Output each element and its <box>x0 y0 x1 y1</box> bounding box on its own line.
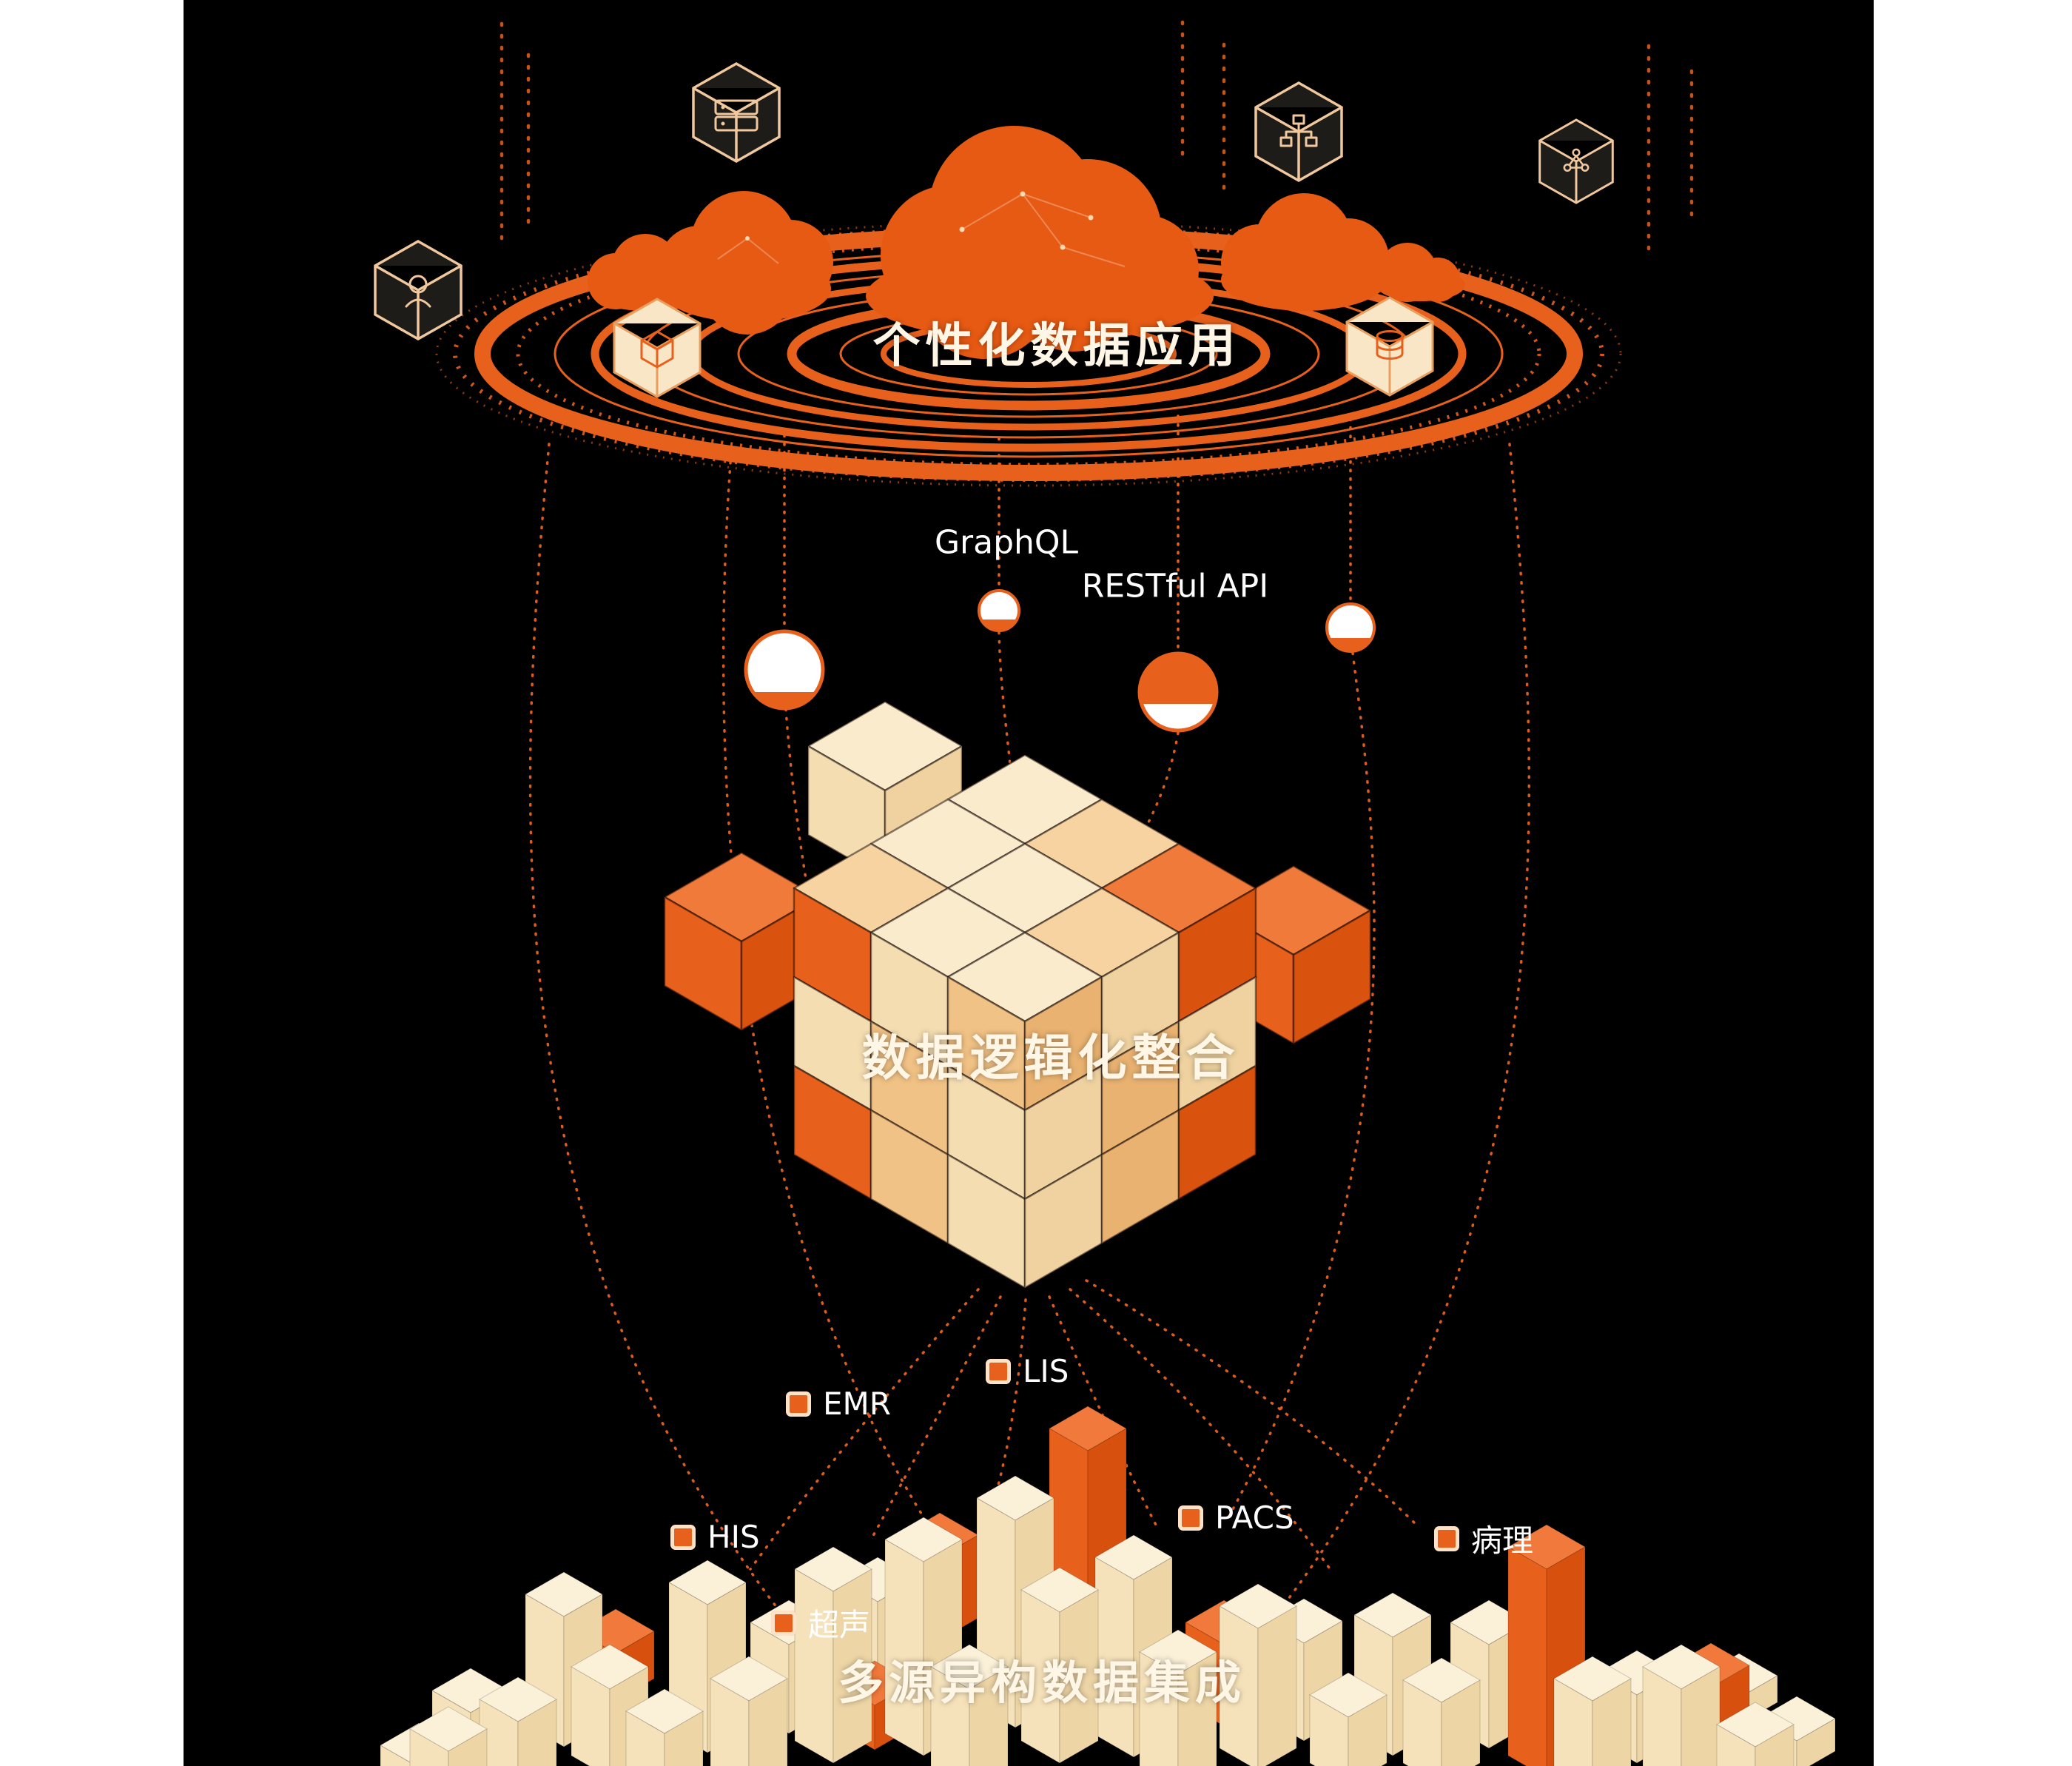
lis-label-text: LIS <box>1023 1353 1069 1389</box>
database-cube-icon <box>1345 296 1434 397</box>
cloud-facet-dots <box>745 191 1094 250</box>
server-cube-icon <box>692 62 781 163</box>
source-label-ultrasound: 超声 <box>771 1600 870 1645</box>
restful-api-label: RESTful API <box>1081 567 1269 605</box>
source-label-pathology: 病理 <box>1434 1516 1533 1561</box>
ultrasound-bullet-icon <box>771 1610 796 1636</box>
source-label-pacs: PACS <box>1178 1500 1294 1536</box>
balloon-left-icon <box>744 629 825 711</box>
icon-cube-row <box>374 62 1614 398</box>
middle-layer-title: 数据逻辑化整合 <box>861 1030 1240 1087</box>
lis-bullet-icon <box>986 1358 1011 1384</box>
his-label-text: HIS <box>707 1519 760 1555</box>
cloud-main-icon <box>866 126 1214 359</box>
source-label-his: HIS <box>670 1519 760 1555</box>
network-cube-icon <box>1538 118 1614 204</box>
balloon-strings <box>783 414 1352 653</box>
top-layer-title: 个性化数据应用 <box>872 319 1241 374</box>
box-cube-icon <box>613 298 702 398</box>
pathology-label-text: 病理 <box>1471 1522 1534 1559</box>
balloon-restful-icon <box>1137 651 1219 733</box>
cloud-cluster <box>588 126 1465 359</box>
pacs-label-text: PACS <box>1215 1500 1294 1536</box>
cloud-right-icon <box>1221 193 1389 311</box>
data-source-city <box>379 1406 1837 1766</box>
integration-fan-curves <box>749 1279 1421 1571</box>
orgchart-cube-icon <box>1254 81 1343 182</box>
bottom-layer-title: 多源异构数据集成 <box>837 1656 1247 1710</box>
source-label-lis: LIS <box>986 1353 1069 1389</box>
top-dotted-lines <box>500 20 1694 260</box>
pathology-bullet-icon <box>1434 1525 1459 1551</box>
ultrasound-label-text: 超声 <box>808 1607 871 1643</box>
cloud-left-icon <box>659 191 833 335</box>
balloon-graphql-icon <box>978 589 1020 632</box>
user-cube-icon <box>374 240 462 340</box>
pacs-bullet-icon <box>1178 1505 1203 1531</box>
emr-label-text: EMR <box>823 1386 891 1422</box>
cloud-far-right-icon <box>1376 243 1465 302</box>
his-bullet-icon <box>670 1524 696 1550</box>
balloon-right-icon <box>1325 602 1376 653</box>
api-balloons <box>744 589 1376 733</box>
source-label-emr: EMR <box>786 1386 891 1422</box>
emr-bullet-icon <box>786 1391 811 1417</box>
data-cube <box>663 700 1372 1289</box>
graphql-label: GraphQL <box>934 523 1079 562</box>
